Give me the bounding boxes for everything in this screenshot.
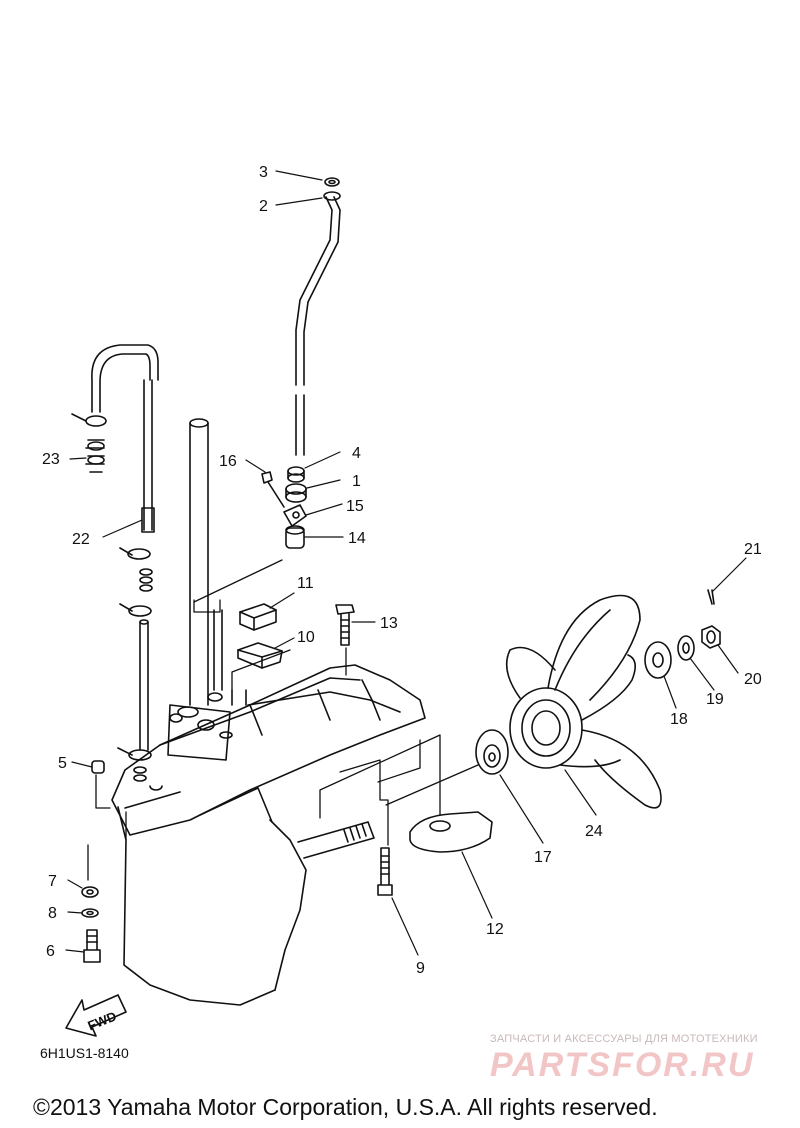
callout-20: 20 [744, 671, 762, 688]
callout-7: 7 [48, 873, 57, 890]
callout-23: 23 [42, 451, 60, 468]
callout-14: 14 [348, 530, 366, 547]
callout-2: 2 [259, 198, 268, 215]
callout-8: 8 [48, 905, 57, 922]
callout-24: 24 [585, 823, 603, 840]
callout-15: 15 [346, 498, 364, 515]
callout-13: 13 [380, 615, 398, 632]
callout-4: 4 [352, 445, 361, 462]
drive-shaft [189, 418, 223, 706]
propeller [505, 594, 662, 809]
shift-rod [295, 177, 341, 456]
callout-18: 18 [670, 711, 688, 728]
anodes [237, 603, 283, 669]
callout-19: 19 [706, 691, 724, 708]
callout-12: 12 [486, 921, 504, 938]
callout-leaders [65, 170, 747, 956]
callout-21: 21 [744, 541, 762, 558]
callout-11: 11 [297, 575, 314, 592]
lower-casing [111, 664, 426, 1006]
watermark-brand: PARTSFOR.RU [490, 1046, 755, 1084]
diagram-code: 6H1US1-8140 [40, 1045, 129, 1061]
callout-16: 16 [219, 453, 237, 470]
callout-3: 3 [259, 164, 268, 181]
callout-6: 6 [46, 943, 55, 960]
trim-tab [409, 811, 493, 853]
callout-5: 5 [58, 755, 67, 772]
washers [81, 760, 105, 918]
fwd-arrow-icon [65, 994, 127, 1037]
prop-hardware [644, 589, 721, 679]
callout-22: 22 [72, 531, 90, 548]
callout-9: 9 [416, 960, 425, 977]
reference-lines [87, 559, 479, 881]
callout-17: 17 [534, 849, 552, 866]
shift-rod-bushings [261, 466, 307, 549]
copyright-notice: ©2013 Yamaha Motor Corporation, U.S.A. A… [33, 1094, 658, 1120]
tube-clips [71, 413, 153, 782]
callout-10: 10 [297, 629, 315, 646]
watermark-tagline: ЗАПЧАСТИ И АКСЕССУАРЫ ДЛЯ МОТОТЕХНИКИ [490, 1033, 758, 1045]
callout-1: 1 [352, 473, 361, 490]
bolts [83, 604, 393, 963]
pump-base [167, 689, 247, 761]
propeller-shaft [297, 821, 375, 859]
water-tube [91, 344, 159, 751]
callout-numbers: 1 2 3 4 5 6 7 8 9 10 11 12 13 14 15 16 1… [42, 164, 762, 977]
thrust-washer [475, 729, 509, 775]
